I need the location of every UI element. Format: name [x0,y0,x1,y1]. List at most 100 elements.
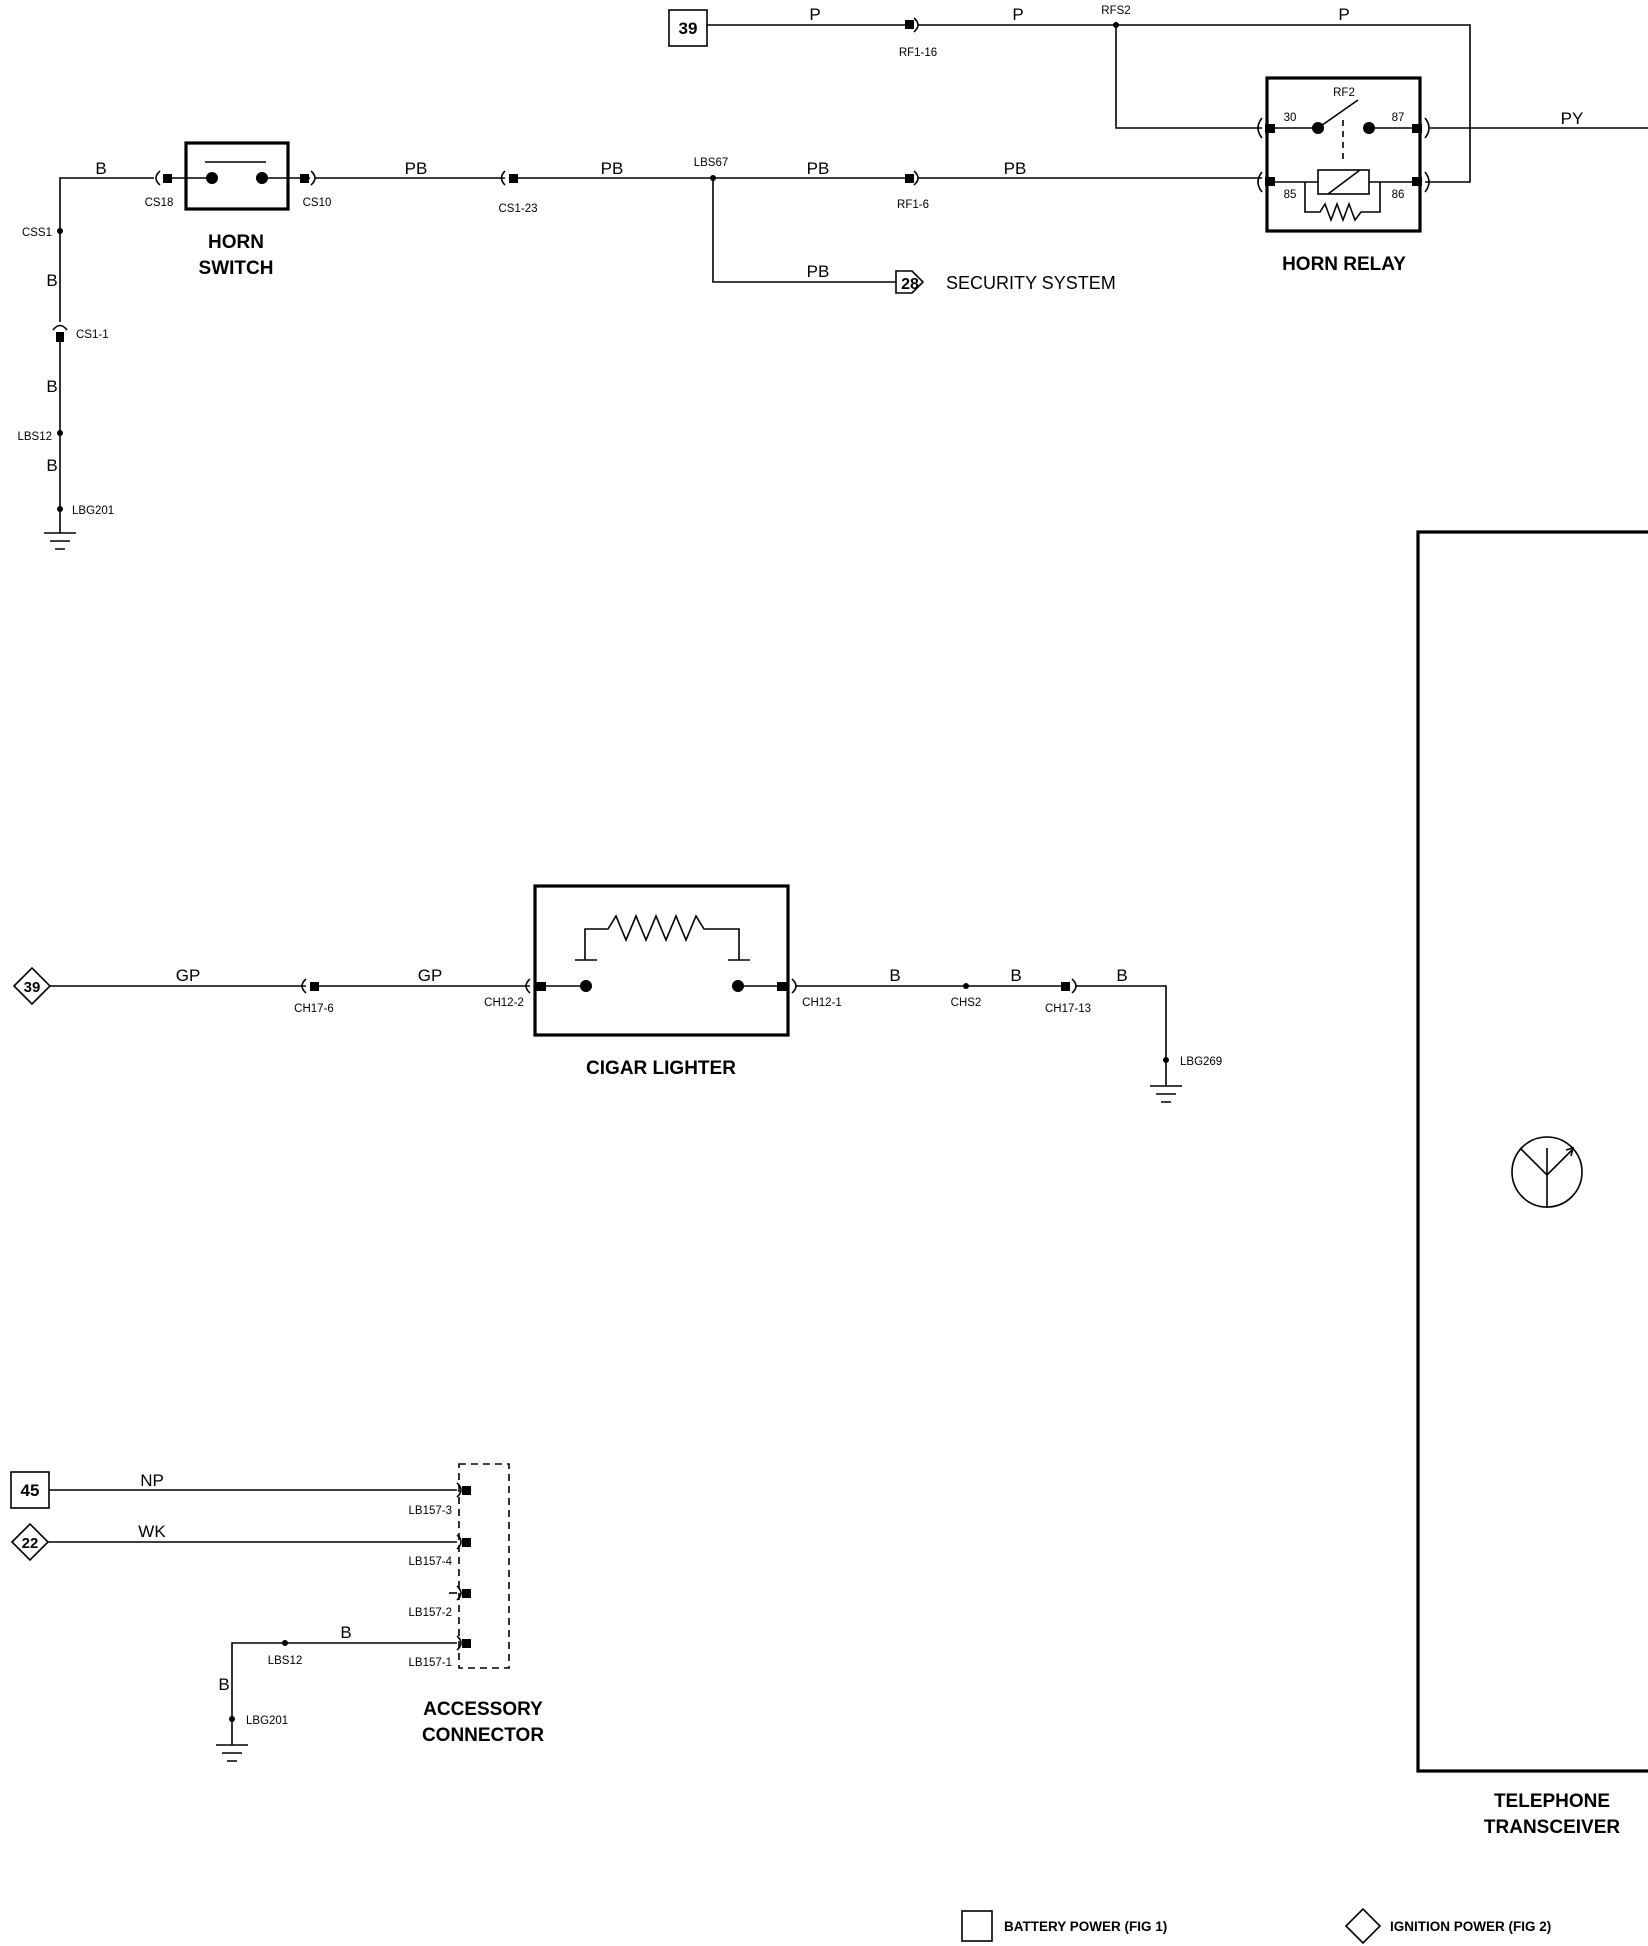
ignition-ref-39: 39 [24,979,41,996]
horn-switch-box [184,141,290,211]
node-label-lbs12: LBS12 [268,1655,303,1667]
connector-pins [449,1482,471,1651]
transceiver-box [1416,530,1648,1773]
connector-rf1-16-cup [913,17,919,33]
battery-ref-39: 39 [679,19,698,38]
node-label-cs1-1: CS1-1 [76,329,109,341]
node-label-ch12-2: CH12-2 [484,997,524,1009]
splice-lbs12 [57,430,63,436]
connector-ch17-6 [310,982,319,991]
ground-symbol [44,509,76,550]
node-label-ch17-13: CH17-13 [1045,1003,1091,1015]
relay-switch-arm [1317,99,1359,129]
relay-resistor [1304,182,1381,223]
wire-label-b: B [1116,966,1127,985]
lighter-element [575,913,750,961]
wire-label-pb: PB [807,262,830,281]
transceiver-label-2: TRANSCEIVER [1484,1817,1620,1838]
wire-label-gp: GP [176,966,201,985]
splice-lbs12 [282,1640,288,1646]
splice-lbg201 [229,1716,235,1722]
connector-cs1-1 [56,332,64,342]
telephone-transceiver: TELEPHONE TRANSCEIVER [1416,530,1648,1838]
cigar-lighter-box [533,884,790,1037]
wire-label-b: B [1010,966,1021,985]
node-label-lbg201: LBG201 [246,1715,288,1727]
accessory-connector-label-1: ACCESSORY [423,1699,543,1720]
security-ref-arrow [895,270,925,294]
node-label-lb157-4: LB157-4 [409,1556,453,1568]
relay-pin-87: 87 [1392,112,1405,124]
wire-p-to-pin30 [1115,25,1262,129]
horn-relay-label: HORN RELAY [1282,254,1406,275]
node-label-ch17-6: CH17-6 [294,1003,334,1015]
node-label-lbs12: LBS12 [17,431,52,443]
wire-label-b: B [46,377,57,396]
node-label-css1: CSS1 [22,227,52,239]
wire-label-pb: PB [405,159,428,178]
legend-battery-box [961,1910,993,1942]
wire-label-b: B [340,1623,351,1642]
wire-b-horn-ground [59,177,154,322]
node-label-cs10: CS10 [303,197,332,209]
wire-b-accessory-ground [231,1642,457,1745]
ground-symbol [1150,1085,1182,1103]
relay-pin-86: 86 [1392,189,1405,201]
legend-ignition-diamond [1344,1907,1382,1945]
cigar-lighter-label: CIGAR LIGHTER [586,1058,736,1079]
wire-label-b: B [218,1675,229,1694]
horn-circuit: 39 P P P RF1-16 RFS2 PY RF2 30 87 [17,5,1648,550]
accessory-connector-box [458,1463,510,1669]
horn-relay-box [1265,76,1422,233]
wire-label-b: B [46,271,57,290]
connector-rf1-6 [905,174,914,183]
battery-ref-45: 45 [21,1481,40,1500]
node-label-rfs2: RFS2 [1101,5,1130,17]
ground-symbol [216,1744,248,1762]
wire-label-b: B [889,966,900,985]
node-label-cs1-23: CS1-23 [499,203,538,215]
accessory-connector-label-2: CONNECTOR [422,1725,544,1746]
wire-label-wk: WK [138,1522,166,1541]
connector-cs1-23 [509,174,518,183]
wire-pb-security [712,178,896,283]
node-label-chs2: CHS2 [951,997,982,1009]
legend: BATTERY POWER (FIG 1) IGNITION POWER (FI… [961,1907,1551,1945]
wire-label-b: B [95,159,106,178]
splice-css1 [57,228,63,234]
wire-b-to-ground [1076,985,1167,1086]
node-label-lbg201: LBG201 [72,505,114,517]
connector-cs18 [163,174,172,183]
splice-chs2 [963,983,969,989]
horn-switch-label-1: HORN [208,232,264,253]
relay-pin-85: 85 [1284,189,1297,201]
wire-label-py: PY [1561,109,1584,128]
connector-ch17-13 [1061,982,1070,991]
wire-label-p: P [809,5,820,24]
wire-p-2 [918,24,1471,183]
legend-ignition-label: IGNITION POWER (FIG 2) [1390,1919,1551,1934]
relay-coil [1317,169,1370,195]
node-label-lbg269: LBG269 [1180,1056,1222,1068]
accessory-connector-circuit: 45 NP 22 WK LB157-3 LB157-4 LB157-2 LB15… [10,1463,544,1762]
legend-battery-label: BATTERY POWER (FIG 1) [1004,1919,1167,1934]
relay-contact-30 [1312,122,1324,134]
ignition-ref-22: 22 [22,1535,39,1552]
wire-label-p: P [1338,5,1349,24]
transceiver-label-1: TELEPHONE [1494,1791,1610,1812]
node-label-ch12-1: CH12-1 [802,997,842,1009]
wire-label-pb: PB [807,159,830,178]
node-label-lbs67: LBS67 [694,157,729,169]
security-system-label: SECURITY SYSTEM [946,273,1116,293]
wire-label-gp: GP [418,966,443,985]
splice-lbg269 [1163,1057,1169,1063]
node-label-lb157-2: LB157-2 [409,1607,452,1619]
security-ref-28: 28 [901,276,919,293]
relay-pin-30: 30 [1284,112,1297,124]
wire-label-p: P [1012,5,1023,24]
connector-rf1-16-pin [905,20,914,29]
cigar-lighter-circuit: 39 GP CH17-6 GP CH12-2 CIGAR LIGHTER CH1… [12,884,1222,1103]
node-label-lb157-1: LB157-1 [409,1657,452,1669]
relay-id: RF2 [1333,87,1355,99]
